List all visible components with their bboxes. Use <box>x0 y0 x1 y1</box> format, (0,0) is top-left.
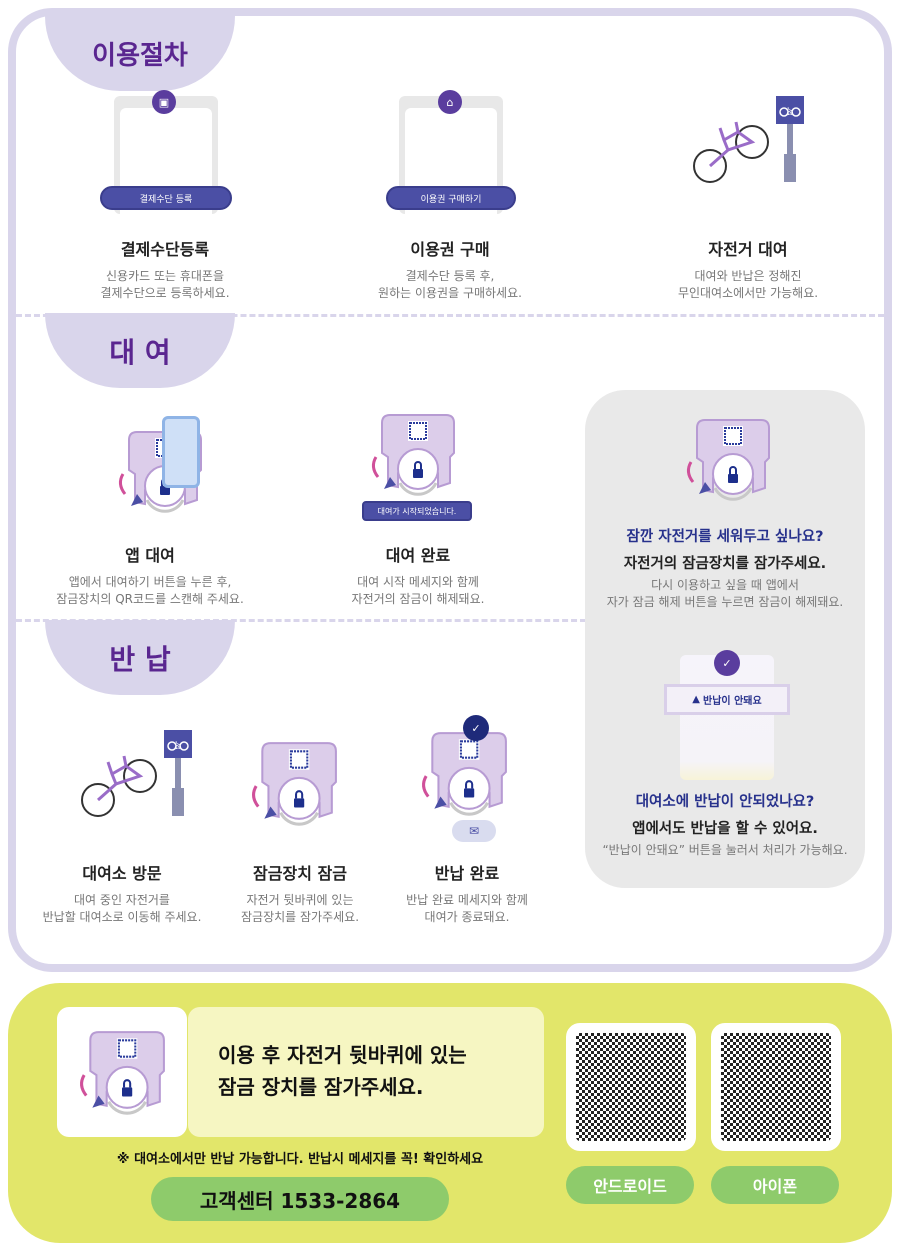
not-returned-screen-button: ▲반납이 안돼요 <box>664 684 790 715</box>
step-title: 대여소 방문 <box>82 864 162 883</box>
step-desc: 반납 완료 메세지와 함께 <box>406 893 528 907</box>
step-desc: 무인대여소에서만 가능해요. <box>677 286 819 300</box>
step-desc: 잠금장치의 QR코드를 스캔해 주세요. <box>56 592 244 606</box>
step-desc: 반납할 대여소로 이동해 주세요. <box>42 910 202 924</box>
tip-answer: 앱에서도 반납을 할 수 있어요. <box>632 821 818 837</box>
iphone-button[interactable]: 아이폰 <box>711 1166 839 1204</box>
step-desc: 대여가 종료돼요. <box>424 910 510 924</box>
call-center-button[interactable]: 고객센터 1533-2864 <box>151 1177 449 1221</box>
android-qr-code <box>566 1023 696 1151</box>
return-note: ※ 대여소에서만 반납 가능합니다. 반납시 메세지를 꼭! 확인하세요 <box>116 1152 484 1167</box>
buy-pass-screen-button: 이용권 구매하기 <box>386 186 516 210</box>
android-button[interactable]: 안드로이드 <box>566 1166 694 1204</box>
step-desc: 신용카드 또는 휴대폰을 <box>105 269 225 283</box>
tip-answer: 자전거의 잠금장치를 잠가주세요. <box>623 556 827 572</box>
tip-pause: 잠깐 자전거를 세워두고 싶나요? 자전거의 잠금장치를 잠가주세요. 다시 이… <box>585 525 865 611</box>
warning-icon: ▲ <box>692 694 700 705</box>
lock-device-unlocked-icon <box>371 413 456 496</box>
tip-desc: 자가 잠금 해제 버튼을 누르면 잠금이 해제돼요. <box>606 595 844 609</box>
divider <box>16 619 586 622</box>
step-desc: 자전거 뒷바퀴에 있는 <box>246 893 354 907</box>
step-title: 반납 완료 <box>434 864 500 883</box>
payment-register-screen-button: 결제수단 등록 <box>100 186 232 210</box>
step-title: 잠금장치 잠금 <box>253 864 347 883</box>
step-title: 앱 대여 <box>125 546 175 565</box>
tip-question: 잠깐 자전거를 세워두고 싶나요? <box>626 529 824 545</box>
ticket-icon: ⌂ <box>438 90 462 114</box>
step-desc: 결제수단 등록 후, <box>405 269 495 283</box>
lock-device-returned-icon <box>422 731 508 816</box>
tip-desc: “반납이 안돼요” 버튼을 눌러서 처리가 가능해요. <box>602 843 848 857</box>
notice-line: 이용 후 자전거 뒷바퀴에 있는 <box>218 1043 467 1067</box>
step-desc: 잠금장치를 잠가주세요. <box>240 910 360 924</box>
step-desc: 대여 중인 자전거를 <box>74 893 170 907</box>
wallet-icon: ▣ <box>152 90 176 114</box>
lock-device-icon <box>80 1030 166 1115</box>
lock-device-locked-icon <box>686 418 771 501</box>
iphone-qr-code <box>711 1023 841 1151</box>
step-title: 대여 완료 <box>385 546 451 565</box>
step-title: 자전거 대여 <box>708 240 788 259</box>
step-desc: 자전거의 잠금이 해제돼요. <box>351 592 485 606</box>
lock-device-locked-icon <box>252 741 338 826</box>
step-desc: 대여와 반납은 정해진 <box>694 269 802 283</box>
tip-desc: 다시 이용하고 싶을 때 앱에서 <box>651 578 799 592</box>
bicycle-station-icon <box>80 730 194 818</box>
step-desc: 원하는 이용권을 구매하세요. <box>378 286 522 300</box>
tip-question: 대여소에 반납이 안되었나요? <box>635 794 815 810</box>
bicycle-station-icon <box>692 96 806 184</box>
check-icon: ✓ <box>714 650 740 676</box>
phone-scan-icon <box>162 416 200 488</box>
button-label: 반납이 안돼요 <box>703 696 762 707</box>
notice-line: 잠금 장치를 잠가주세요. <box>218 1075 424 1099</box>
rent-started-toast: 대여가 시작되었습니다. <box>362 501 472 521</box>
tip-not-returned: 대여소에 반납이 안되었나요? 앱에서도 반납을 할 수 있어요. “반납이 안… <box>585 790 865 859</box>
step-desc: 결제수단으로 등록하세요. <box>100 286 230 300</box>
divider <box>16 314 884 317</box>
check-icon: ✓ <box>463 715 489 741</box>
step-title: 결제수단등록 <box>120 240 210 259</box>
step-title: 이용권 구매 <box>410 240 490 259</box>
step-desc: 대여 시작 메세지와 함께 <box>357 575 479 589</box>
step-desc: 앱에서 대여하기 버튼을 누른 후, <box>68 575 232 589</box>
message-icon: ✉ <box>452 820 496 842</box>
